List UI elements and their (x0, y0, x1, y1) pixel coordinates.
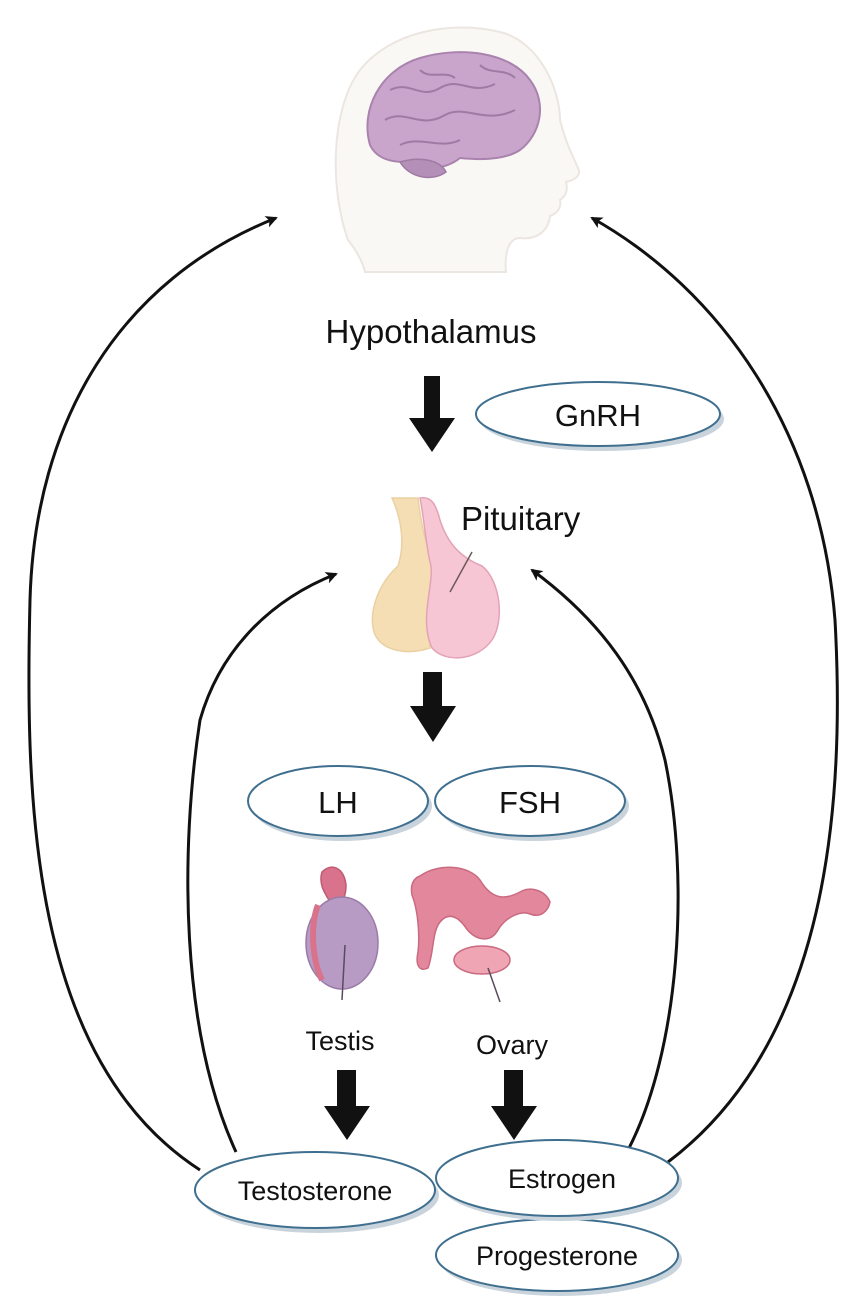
fsh-label: FSH (499, 785, 561, 820)
feedback-estrogen-to-hypothalamus (590, 216, 839, 1164)
arrow-hypothalamus-to-pituitary (409, 376, 455, 452)
testis-pointer (341, 944, 346, 1001)
feedback-testosterone-to-pituitary (186, 572, 338, 1153)
feedback-estrogen-to-pituitary (530, 568, 680, 1151)
testosterone-oval: Testosterone (194, 1151, 439, 1233)
uterus-tube (410, 866, 551, 970)
gnrh-oval: GnRH (475, 381, 724, 451)
arrow-pituitary-to-gonadotropins (410, 672, 456, 742)
progesterone-label: Progesterone (476, 1241, 638, 1271)
estrogen-oval: Estrogen (435, 1139, 682, 1221)
lh-oval: LH (247, 765, 432, 841)
lh-label: LH (318, 785, 358, 820)
arrow-testis-to-testosterone (324, 1070, 370, 1140)
testis-illustration (305, 866, 379, 1001)
ovary-illustration (410, 866, 551, 1003)
gnrh-label: GnRH (555, 398, 641, 433)
pituitary-illustration (371, 497, 501, 659)
head-illustration (334, 26, 580, 273)
feedback-testosterone-to-hypothalamus (27, 216, 278, 1172)
ovary-body (453, 945, 511, 975)
fsh-oval: FSH (434, 765, 629, 841)
estrogen-label: Estrogen (508, 1164, 616, 1194)
brain-folds (384, 64, 516, 146)
pituitary-anterior-lobe (419, 497, 501, 659)
progesterone-oval: Progesterone (435, 1218, 682, 1296)
hypothalamus-label: Hypothalamus (326, 313, 537, 350)
testosterone-label: Testosterone (238, 1176, 393, 1206)
ovary-pointer (487, 967, 501, 1003)
pituitary-pointer (449, 551, 473, 593)
testis-label: Testis (305, 1026, 374, 1056)
cerebellum (398, 158, 447, 179)
pituitary-label: Pituitary (461, 500, 581, 537)
arrow-ovary-to-estrogen (491, 1070, 537, 1140)
ovary-label: Ovary (476, 1030, 549, 1060)
